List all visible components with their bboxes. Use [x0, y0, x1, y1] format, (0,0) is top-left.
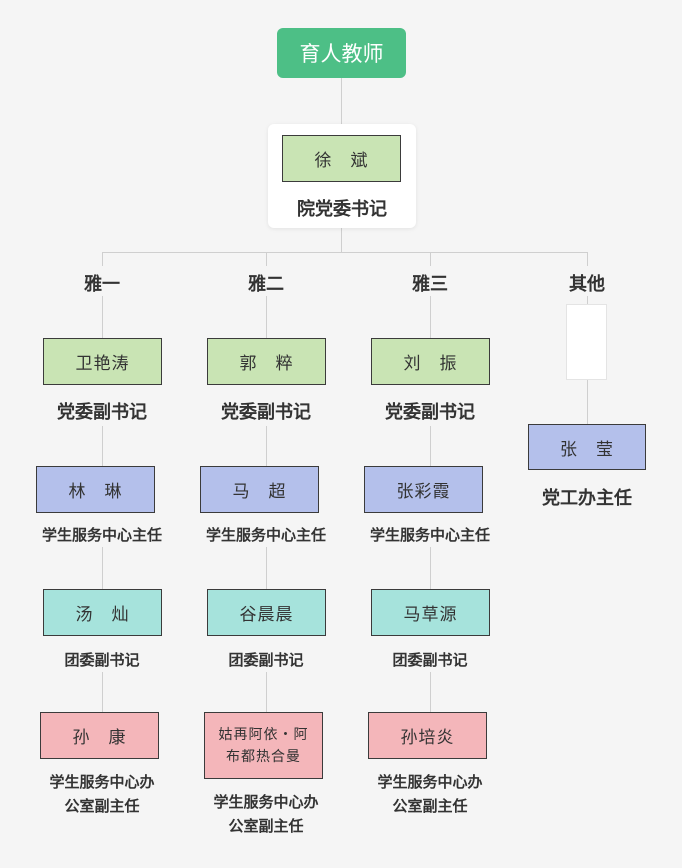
column-header-1: 雅一 — [84, 274, 120, 295]
connector — [430, 296, 431, 338]
connector — [266, 296, 267, 338]
node-role-line: 学生服务中心办 — [377, 773, 483, 791]
column-header-2: 雅二 — [248, 274, 284, 295]
connector — [430, 252, 431, 266]
connector — [430, 426, 431, 466]
connector — [102, 252, 103, 266]
top-node-role: 院党委书记 — [297, 199, 387, 220]
connector — [430, 672, 431, 712]
connector — [102, 252, 587, 253]
node-name: 马草源 — [371, 589, 490, 636]
node-name: 郭 粹 — [207, 338, 326, 385]
node-role-line: 公室副主任 — [228, 817, 304, 835]
node-name: 张彩霞 — [364, 466, 483, 513]
connector — [102, 547, 103, 589]
node-name-line: 布都热合曼 — [226, 748, 301, 765]
node-role-line: 公室副主任 — [392, 797, 468, 815]
node-role: 团委副书记 — [228, 651, 304, 669]
node-name: 谷晨晨 — [207, 589, 326, 636]
root-node: 育人教师 — [277, 28, 406, 78]
connector — [102, 426, 103, 466]
node-name: 刘 振 — [371, 338, 490, 385]
connector — [102, 296, 103, 338]
empty-placeholder — [566, 304, 607, 380]
connector — [266, 672, 267, 712]
node-name: 孙培炎 — [368, 712, 487, 759]
column-header-3: 雅三 — [412, 274, 448, 295]
node-name-line: 姑再阿依・阿 — [218, 726, 309, 743]
node-name: 孙 康 — [40, 712, 159, 759]
node-role: 学生服务中心主任 — [41, 526, 162, 544]
node-role: 党工办主任 — [542, 488, 632, 509]
node-role: 学生服务中心主任 — [205, 526, 326, 544]
connector — [587, 252, 588, 266]
connector — [266, 547, 267, 589]
node-name: 卫艳涛 — [43, 338, 162, 385]
node-role: 党委副书记 — [385, 402, 475, 423]
connector — [341, 78, 342, 124]
connector — [587, 296, 588, 304]
node-role-line: 公室副主任 — [64, 797, 140, 815]
connector — [587, 380, 588, 424]
connector — [102, 672, 103, 712]
column-header-4: 其他 — [569, 274, 605, 295]
node-role-line: 学生服务中心办 — [213, 793, 319, 811]
node-name: 林 琳 — [36, 466, 155, 513]
node-name: 马 超 — [200, 466, 319, 513]
node-role: 学生服务中心主任 — [369, 526, 490, 544]
node-role-line: 学生服务中心办 — [49, 773, 155, 791]
node-name-box: 姑再阿依・阿 布都热合曼 — [204, 712, 323, 779]
node-role: 团委副书记 — [64, 651, 140, 669]
node-role: 党委副书记 — [221, 402, 311, 423]
connector — [430, 547, 431, 589]
connector — [266, 426, 267, 466]
node-role: 团委副书记 — [392, 651, 468, 669]
node-role: 党委副书记 — [57, 402, 147, 423]
connector — [266, 252, 267, 266]
node-name: 汤 灿 — [43, 589, 162, 636]
top-node-name: 徐 斌 — [282, 135, 401, 182]
connector — [341, 228, 342, 252]
node-name: 张 莹 — [528, 424, 646, 470]
